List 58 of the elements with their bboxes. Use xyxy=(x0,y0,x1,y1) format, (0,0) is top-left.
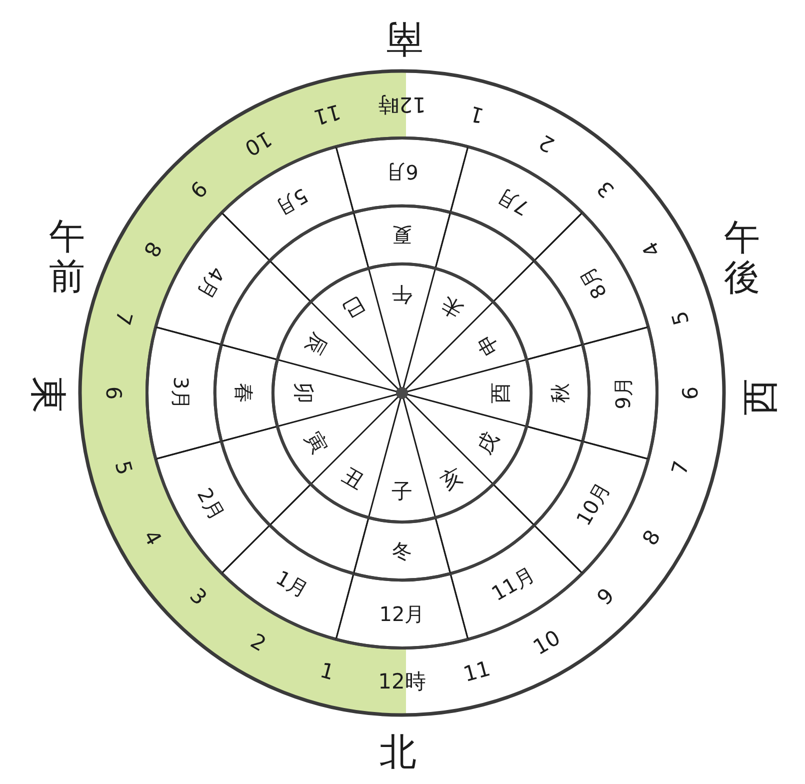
period-label: 午前 xyxy=(49,217,85,297)
hour-label: 11 xyxy=(312,100,343,128)
month-label: 12月 xyxy=(379,604,425,624)
zodiac-label: 未 xyxy=(437,292,466,322)
hour-label: 10 xyxy=(530,628,564,660)
compass-label: 西 xyxy=(742,378,778,416)
hour-label: 9 xyxy=(185,176,210,201)
compass-label: 北 xyxy=(380,734,416,770)
month-label: 5月 xyxy=(272,184,311,218)
hour-label: 1 xyxy=(468,102,486,126)
month-label: 9月 xyxy=(613,376,633,410)
hour-label: 11 xyxy=(461,658,492,686)
hour-label: 9 xyxy=(594,585,618,610)
zodiac-label: 午 xyxy=(392,284,412,304)
season-label: 春 xyxy=(234,383,254,403)
hour-label: 7 xyxy=(669,458,694,477)
hour-label: 5 xyxy=(110,458,135,477)
month-label: 1月 xyxy=(272,568,311,602)
period-label: 午後 xyxy=(724,218,760,298)
hour-label: 8 xyxy=(139,237,164,260)
hour-label: 2 xyxy=(246,630,269,656)
season-label: 秋 xyxy=(550,383,570,403)
zodiac-label: 酉 xyxy=(490,382,512,404)
season-label: 夏 xyxy=(392,225,412,245)
hour-label: 7 xyxy=(110,309,135,328)
hour-label: 3 xyxy=(185,585,210,610)
zodiac-label: 巳 xyxy=(338,292,367,322)
month-label: 8月 xyxy=(576,263,610,302)
month-label: 2月 xyxy=(194,484,228,523)
hour-label: 6 xyxy=(680,386,702,400)
month-label: 6月 xyxy=(386,162,418,182)
hour-label: 8 xyxy=(640,526,665,549)
zodiac-label: 寅 xyxy=(302,428,331,457)
zodiac-label: 子 xyxy=(392,482,412,502)
compass-label: 南 xyxy=(386,20,422,58)
hour-label: 12時 xyxy=(378,94,426,114)
zodiac-label: 戌 xyxy=(473,428,502,457)
month-label: 4月 xyxy=(194,263,228,302)
hour-label: 10 xyxy=(240,126,274,158)
zodiac-label: 卯 xyxy=(292,382,314,404)
hour-label: 6 xyxy=(102,386,124,400)
hour-label: 1 xyxy=(318,660,336,684)
hour-label: 5 xyxy=(669,309,694,328)
month-label: 11月 xyxy=(488,564,538,604)
compass-label: 東 xyxy=(30,376,66,414)
month-label: 7月 xyxy=(493,184,532,218)
hour-label: 4 xyxy=(640,237,665,260)
month-label: 10月 xyxy=(573,478,614,528)
season-label: 冬 xyxy=(392,541,412,561)
hour-label: 3 xyxy=(594,176,618,201)
hour-label: 12時 xyxy=(378,672,426,692)
hour-label: 2 xyxy=(535,130,558,156)
hour-label: 4 xyxy=(139,526,164,549)
zodiac-label: 亥 xyxy=(437,464,466,494)
zodiac-label: 申 xyxy=(473,329,502,358)
month-label: 3月 xyxy=(171,376,191,410)
zodiac-label: 丑 xyxy=(338,464,367,494)
zodiac-label: 辰 xyxy=(302,329,331,358)
